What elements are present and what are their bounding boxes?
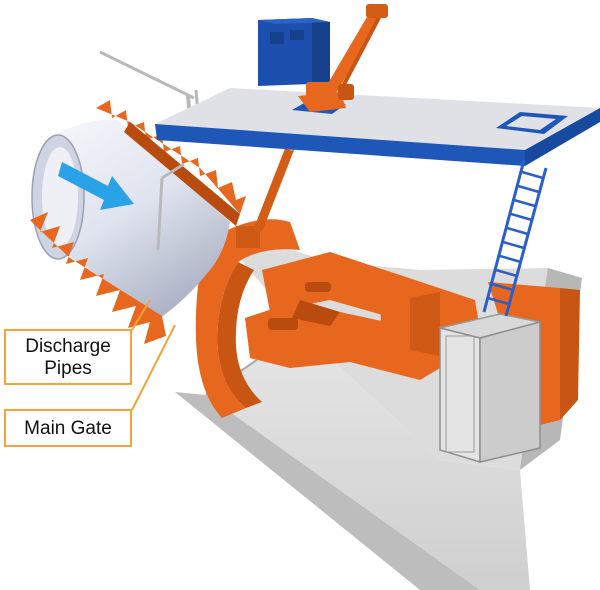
deck-front <box>155 124 525 166</box>
pipe-fins-top <box>96 100 246 214</box>
discharge-label-line2: Pipes <box>44 358 92 379</box>
pipe-fins-bottom <box>30 212 166 344</box>
main-gate-inner <box>217 262 262 408</box>
deck-hatch-opening <box>506 116 556 130</box>
arm-slot <box>268 318 298 330</box>
right-support-frame-side <box>540 286 580 420</box>
upper-cylinder-shade <box>338 7 386 93</box>
upper-hydraulic-cylinder <box>318 6 384 106</box>
gate-housing-side <box>479 321 541 463</box>
main-gate-face <box>195 219 300 418</box>
deck-top <box>155 88 600 150</box>
deck-side <box>525 108 600 166</box>
vent-rod-1-bend <box>161 162 185 180</box>
ladder <box>482 159 548 317</box>
channel-left-wall <box>175 392 480 590</box>
gate-joint-side <box>410 292 440 356</box>
pipe-fin-rail <box>124 122 240 226</box>
discharge-pipe <box>41 119 230 318</box>
arm-slot-upper <box>305 282 331 292</box>
control-box-panel-2 <box>290 30 304 40</box>
gate-leader-line <box>131 324 176 411</box>
gate-arm-shadow <box>292 300 340 326</box>
discharge-pipes-label: Discharge Pipes <box>4 329 132 385</box>
flow-direction-arrow <box>58 162 134 210</box>
control-box-top <box>258 18 330 24</box>
vent-rod-1 <box>156 177 164 251</box>
main-gate-label: Main Gate <box>4 409 132 447</box>
cylinder-cap <box>366 4 388 18</box>
discharge-leader-line <box>131 299 151 331</box>
air-vent-pipe <box>99 50 195 100</box>
discharge-label-line1: Discharge <box>25 336 111 357</box>
control-box-panel <box>270 32 284 44</box>
channel-floor <box>206 330 530 590</box>
cylinder-pivot-2 <box>338 84 354 100</box>
gate-hinge <box>236 226 260 248</box>
control-box-side <box>312 18 330 84</box>
gate-housing-panel <box>445 335 475 453</box>
control-box <box>258 18 312 86</box>
lower-gate-arm <box>245 300 470 380</box>
ladder-rungs <box>487 170 544 306</box>
main-gate-label-text: Main Gate <box>24 418 112 439</box>
lower-hydraulic-cylinder <box>253 146 295 232</box>
cylinder-pivot <box>306 82 330 100</box>
